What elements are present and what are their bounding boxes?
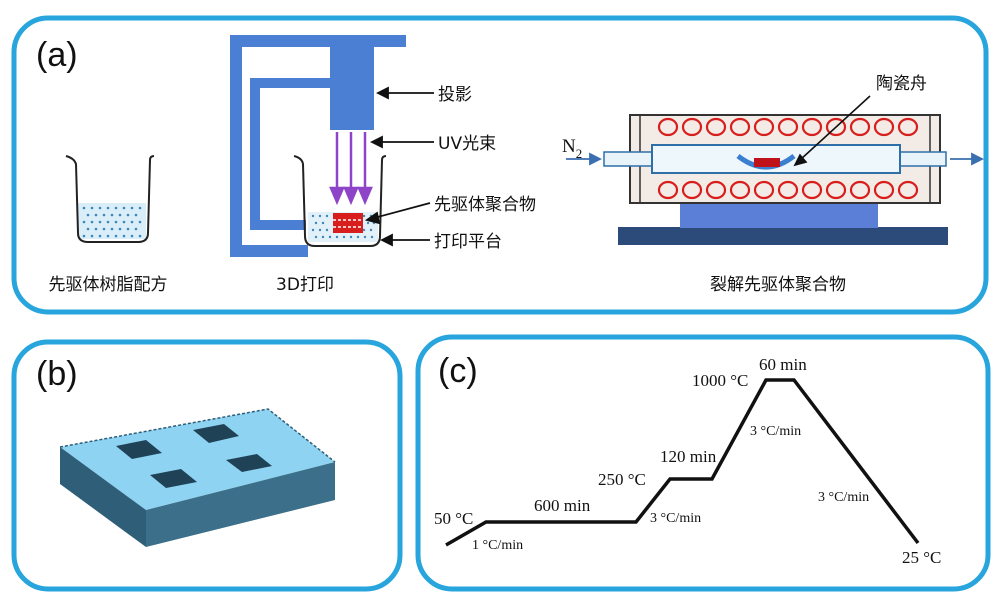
- label-projection: 投影: [438, 85, 472, 105]
- label-50c: 50 °C: [434, 509, 473, 528]
- label-rate-1: 1 °C/min: [472, 538, 523, 553]
- sample-in-boat: [754, 158, 780, 167]
- label-uv-beam: UV光束: [438, 134, 496, 154]
- label-60min: 60 min: [759, 355, 807, 374]
- printed-part: [333, 213, 363, 233]
- tile-top: [60, 409, 335, 510]
- resin-dots: [82, 206, 142, 238]
- panel-b-frame: [11, 339, 403, 592]
- label-ceramic-boat: 陶瓷舟: [876, 74, 927, 94]
- label-250c: 250 °C: [598, 470, 646, 489]
- tile-hole-1: [116, 440, 162, 459]
- label-rate-3a: 3 °C/min: [650, 511, 701, 526]
- furnace-caption: 裂解先驱体聚合物: [710, 275, 846, 295]
- tile-side-right: [146, 462, 335, 547]
- panel-a-frame: [11, 15, 989, 315]
- furnace-base: [618, 227, 948, 245]
- printed-tile: [59, 408, 336, 547]
- tile-hole-2: [193, 424, 239, 443]
- arrow-precursor: [373, 202, 431, 219]
- printer-vat: [293, 155, 387, 247]
- panel-c-frame: [415, 334, 991, 592]
- panel-a-letter: (a): [36, 36, 78, 74]
- heating-coils-bottom: [657, 180, 919, 200]
- label-rate-3c: 3 °C/min: [818, 490, 869, 505]
- furnace-stand: [680, 200, 878, 228]
- label-1000c: 1000 °C: [692, 371, 748, 390]
- temperature-profile: [445, 378, 920, 547]
- label-print-platform: 打印平台: [434, 232, 502, 252]
- tile-hole-3: [150, 469, 197, 488]
- tile-hole-4: [226, 454, 272, 472]
- arrow-boat: [799, 95, 871, 161]
- label-25c: 25 °C: [902, 548, 941, 567]
- resin-beaker: [65, 155, 155, 243]
- label-600min: 600 min: [534, 496, 591, 515]
- label-rate-3b: 3 °C/min: [750, 424, 801, 439]
- tile-side-left: [60, 447, 146, 547]
- panel-b-letter: (b): [36, 355, 78, 393]
- tube-furnace: [603, 114, 948, 245]
- label-120min: 120 min: [660, 447, 717, 466]
- uv-beams: [329, 132, 373, 206]
- printer-frame: [230, 35, 406, 257]
- gas-label: N2: [562, 136, 582, 161]
- panel-c-letter: (c): [438, 352, 478, 390]
- projector-block: [330, 40, 374, 130]
- beaker-caption: 先驱体树脂配方: [49, 275, 168, 295]
- heating-coils-top: [657, 117, 919, 137]
- printer-caption: 3D打印: [276, 275, 334, 295]
- label-precursor-polymer: 先驱体聚合物: [434, 195, 536, 215]
